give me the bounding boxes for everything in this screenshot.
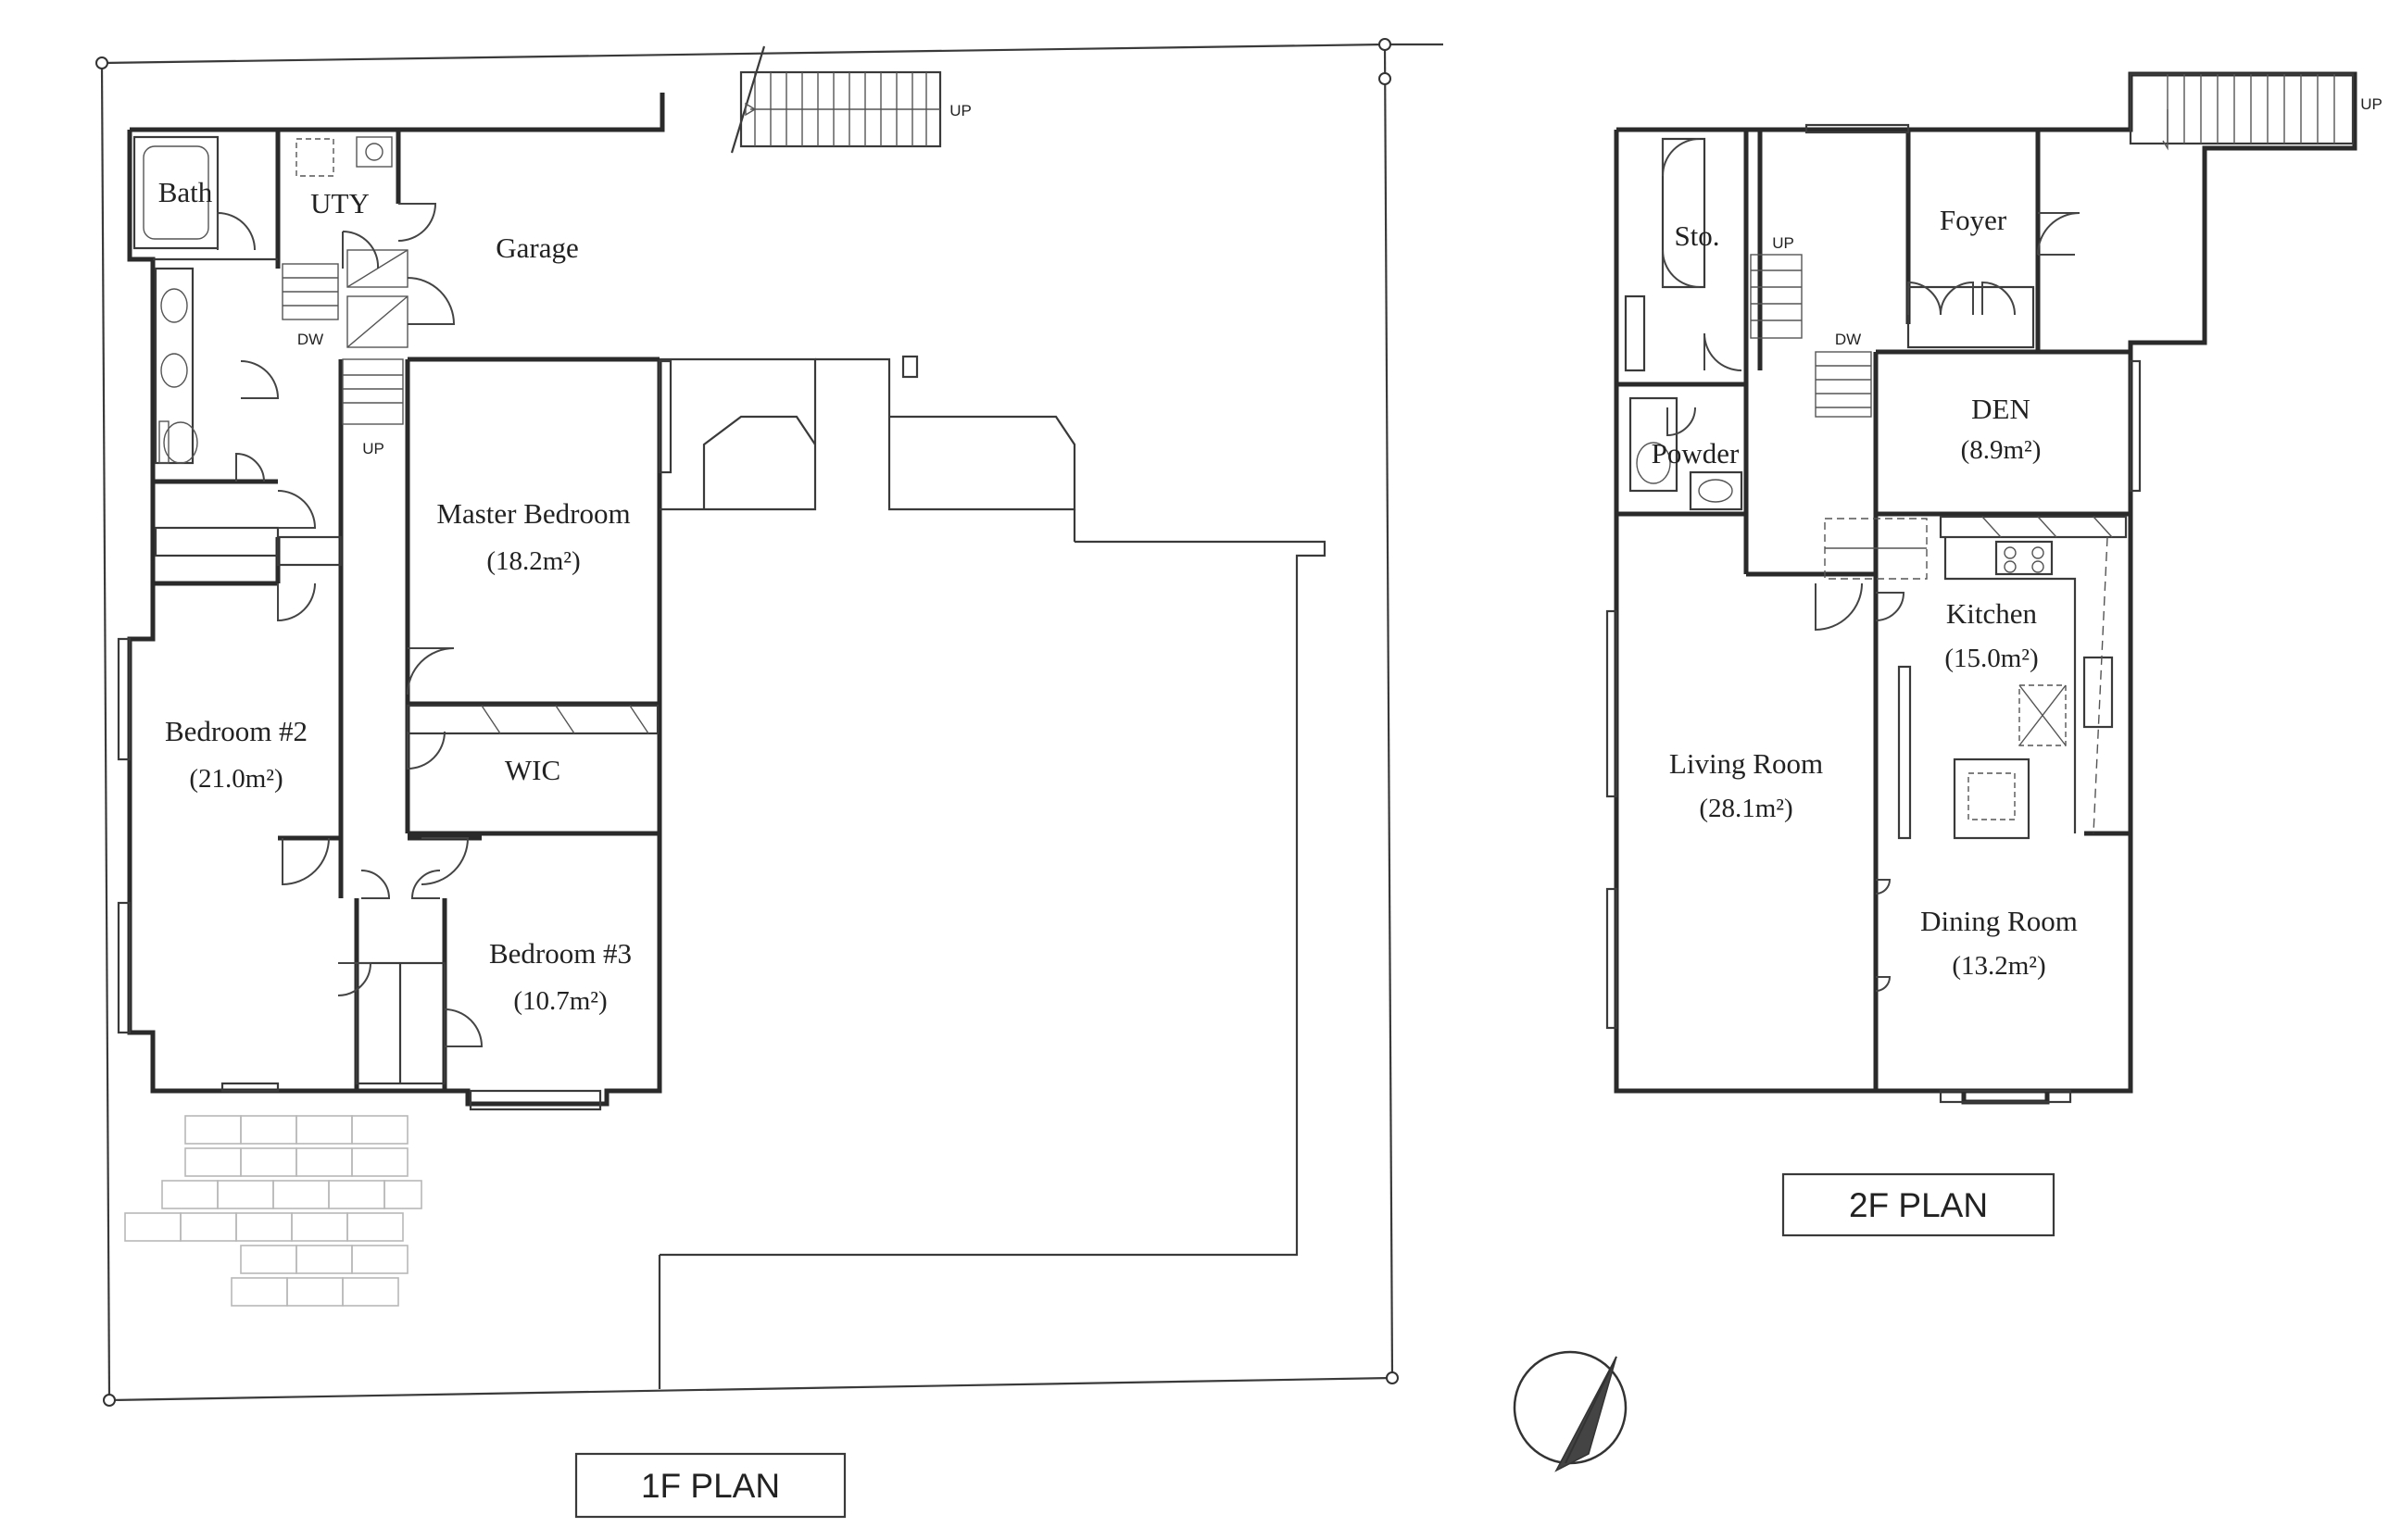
paving-pattern (124, 1115, 422, 1307)
boundary-corner-marker (1386, 1371, 1399, 1384)
door-swings-2f (1662, 138, 2080, 992)
exterior-stair-label-up-2f: UP (2360, 95, 2382, 113)
room-label-powder: Powder (1652, 437, 1740, 470)
room-label-living-room: Living Room (1669, 747, 1823, 780)
room-area-master-bedroom: (18.2m²) (486, 546, 580, 576)
stair-label-dw: DW (297, 331, 323, 348)
room-label-bath: Bath (158, 176, 213, 208)
room-label-bedroom-2: Bedroom #2 (165, 715, 308, 747)
closets-1f (154, 526, 660, 1085)
room-area-kitchen: (15.0m²) (1944, 644, 2038, 673)
room-label-kitchen: Kitchen (1946, 597, 2038, 630)
plan-title-1f: 1F PLAN (641, 1467, 780, 1505)
bath-fixtures (132, 135, 393, 465)
room-label-dining-room: Dining Room (1920, 905, 2078, 937)
room-area-dining-room: (13.2m²) (1952, 951, 2045, 981)
room-label-foyer: Foyer (1940, 204, 2007, 236)
room-label-wic: WIC (505, 754, 560, 786)
room-area-den: (8.9m²) (1961, 435, 2042, 465)
interior-stairs-1f (282, 249, 409, 425)
room-area-living-room: (28.1m²) (1699, 794, 1792, 823)
room-label-garage: Garage (496, 232, 579, 264)
door-swings-1f (217, 203, 484, 1047)
boundary-corner-marker (1378, 38, 1391, 51)
room-label-master-bedroom: Master Bedroom (436, 497, 630, 530)
windows-1f (117, 359, 673, 1111)
fixtures-2f (1624, 137, 2128, 840)
site-boundary (95, 38, 1443, 1407)
north-arrow-icon (1513, 1350, 1628, 1472)
exterior-stair-2f (2129, 72, 2355, 151)
boundary-corner-marker (95, 56, 108, 69)
interior-stair-2f (1750, 254, 1872, 418)
room-label-den: DEN (1971, 393, 2030, 425)
room-label-storage: Sto. (1674, 219, 1719, 252)
garage-outline (658, 355, 1326, 1389)
room-area-bedroom-3: (10.7m²) (513, 986, 607, 1016)
stair-label-up: UP (362, 440, 384, 457)
boundary-corner-marker (1378, 72, 1391, 85)
exterior-stair (730, 45, 942, 154)
boundary-corner-marker (103, 1394, 116, 1407)
stair-label-dw-2f: DW (1835, 331, 1861, 348)
title-box-1f (574, 1452, 847, 1519)
exterior-stair-label-up: UP (949, 102, 972, 119)
room-label-uty: UTY (310, 187, 370, 219)
plan-title-2f: 2F PLAN (1849, 1186, 1988, 1224)
room-label-bedroom-3: Bedroom #3 (489, 937, 632, 970)
room-area-bedroom-2: (21.0m²) (189, 764, 283, 794)
stair-label-up-2f: UP (1772, 234, 1794, 252)
windows-2f (1605, 123, 2142, 1104)
title-box-2f (1781, 1172, 2055, 1237)
